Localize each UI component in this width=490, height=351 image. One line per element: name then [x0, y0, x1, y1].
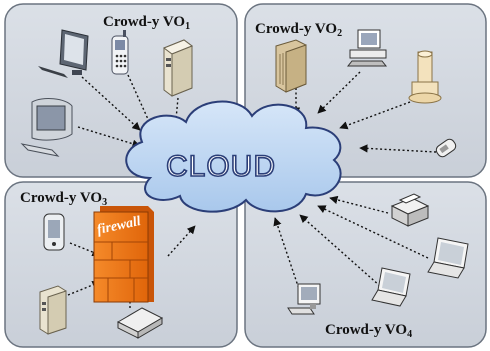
desktop-computer-icon [38, 29, 89, 78]
flatbed-scanner-icon [116, 307, 164, 339]
cloud-shape: CLOUD [125, 100, 342, 213]
desktop-computer-icon [346, 29, 388, 67]
vo4-panel [244, 181, 487, 348]
server-tower-icon [162, 39, 194, 97]
arrow-vo1-server [171, 97, 180, 131]
arrow-vo1-phone [127, 74, 153, 129]
desktop-computer-icon [287, 283, 321, 315]
vo3-title: Crowd-y VO3 [20, 190, 107, 208]
firewall-icon: firewall [93, 206, 154, 303]
server-tower-icon [39, 285, 67, 335]
mobile-phone-icon [111, 30, 129, 75]
storage-cabinet-icon [275, 39, 307, 93]
cloud-label: CLOUD [166, 150, 276, 183]
pda-device-icon [43, 213, 65, 251]
arrow-vo2-desktop [317, 71, 361, 114]
vo4-title: Crowd-y VO4 [325, 322, 412, 340]
arrow-vo3-pda [69, 242, 101, 257]
arrow-vo2-mobile [359, 144, 437, 153]
arrow-vo1-monitor [77, 126, 141, 148]
vo2-title: Crowd-y VO2 [255, 21, 342, 39]
arrow-vo4-printer [329, 195, 389, 214]
crt-monitor-icon [20, 98, 73, 157]
laptop-icon [427, 237, 469, 279]
laptop-icon [371, 267, 411, 307]
scanner-device-icon [408, 50, 442, 104]
mobile-phone-icon [435, 138, 457, 158]
arrow-vo2-scanner [339, 101, 411, 130]
printer-icon [390, 193, 430, 227]
vo1-title: Crowd-y VO1 [103, 14, 190, 32]
